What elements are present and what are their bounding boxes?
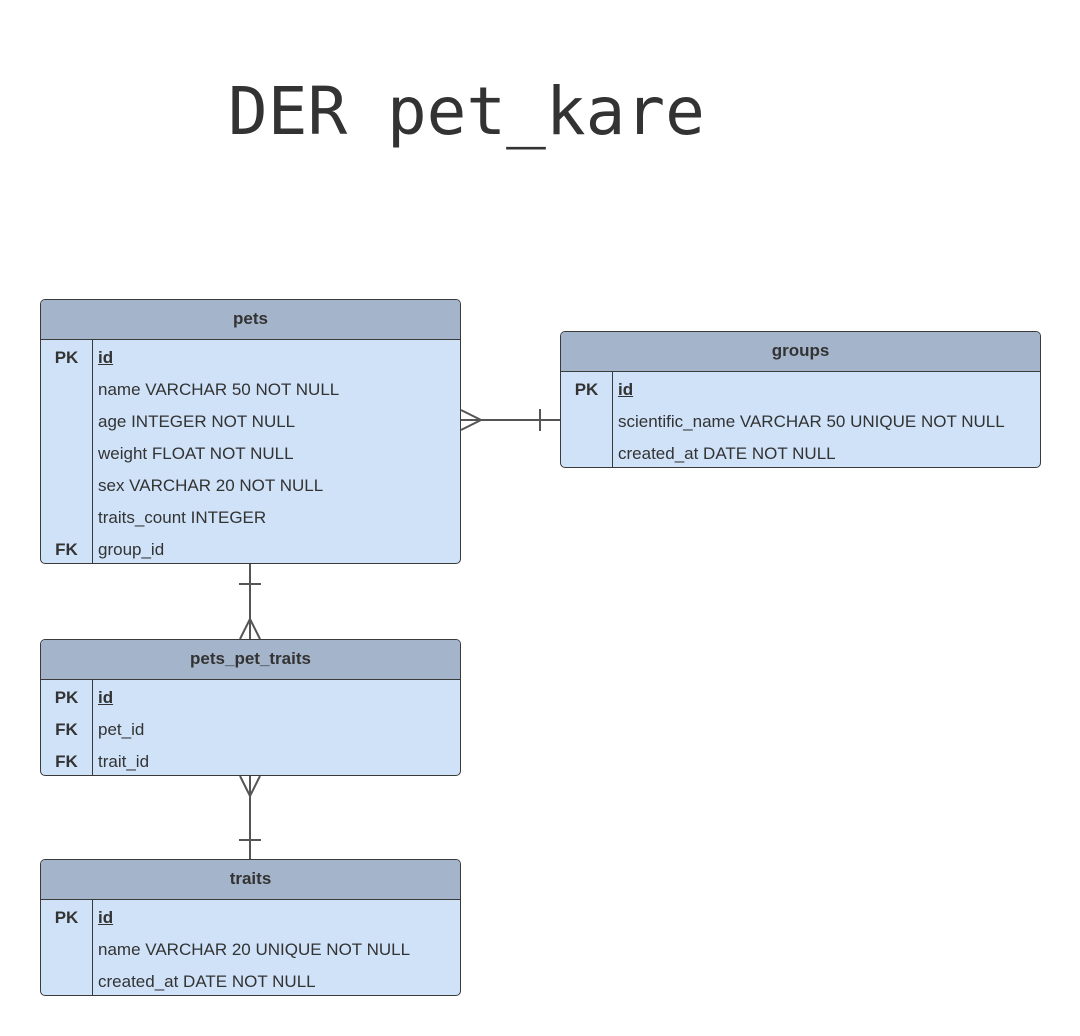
entity-row: PK id — [561, 374, 1040, 406]
field-label: name VARCHAR 50 NOT NULL — [98, 380, 340, 399]
key-column-divider — [92, 680, 93, 775]
entity-row: sex VARCHAR 20 NOT NULL — [41, 470, 460, 502]
field-label: name VARCHAR 20 UNIQUE NOT NULL — [98, 940, 411, 959]
key-label: FK — [55, 540, 78, 559]
field-label: created_at DATE NOT NULL — [618, 444, 836, 463]
entity-row: weight FLOAT NOT NULL — [41, 438, 460, 470]
entity-row: created_at DATE NOT NULL — [561, 438, 1040, 467]
entity-row: name VARCHAR 20 UNIQUE NOT NULL — [41, 934, 460, 966]
entity-row: PK id — [41, 902, 460, 934]
entity-row: created_at DATE NOT NULL — [41, 966, 460, 995]
field-label: id — [98, 688, 114, 707]
entity-pets-pet-traits[interactable]: pets_pet_traits PK id FK pet_id FK trait… — [40, 639, 461, 776]
field-label: trait_id — [98, 752, 150, 771]
entity-body: PK id scientific_name VARCHAR 50 UNIQUE … — [561, 372, 1040, 467]
key-label: FK — [55, 752, 78, 771]
key-label: PK — [574, 380, 599, 399]
crow-foot-many-icon — [460, 409, 484, 431]
field-label: scientific_name VARCHAR 50 UNIQUE NOT NU… — [618, 412, 1005, 431]
key-label: PK — [54, 348, 79, 367]
entity-row: name VARCHAR 50 NOT NULL — [41, 374, 460, 406]
field-label: weight FLOAT NOT NULL — [98, 444, 294, 463]
entity-pets[interactable]: pets PK id name VARCHAR 50 NOT NULL age … — [40, 299, 461, 564]
key-column-divider — [612, 372, 613, 467]
entity-row: PK id — [41, 342, 460, 374]
field-label: traits_count INTEGER — [98, 508, 267, 527]
entity-body: PK id FK pet_id FK trait_id — [41, 680, 460, 775]
entity-row: age INTEGER NOT NULL — [41, 406, 460, 438]
entity-body: PK id name VARCHAR 50 NOT NULL age INTEG… — [41, 340, 460, 563]
field-label: id — [618, 380, 634, 399]
entity-row: FK trait_id — [41, 746, 460, 775]
entity-traits[interactable]: traits PK id name VARCHAR 20 UNIQUE NOT … — [40, 859, 461, 996]
entity-header: pets_pet_traits — [41, 640, 460, 680]
field-label: created_at DATE NOT NULL — [98, 972, 316, 991]
relationship-pets-pets-pet-traits[interactable] — [239, 564, 261, 640]
entity-row: FK group_id — [41, 534, 460, 563]
field-label: group_id — [98, 540, 165, 559]
crow-foot-many-icon — [239, 616, 261, 640]
relationship-pets-pet-traits-traits[interactable] — [239, 775, 261, 859]
entity-header: groups — [561, 332, 1040, 372]
entity-header: traits — [41, 860, 460, 900]
key-column-divider — [92, 900, 93, 995]
entity-body: PK id name VARCHAR 20 UNIQUE NOT NULL cr… — [41, 900, 460, 995]
relationship-pets-groups[interactable] — [460, 409, 560, 431]
entity-groups[interactable]: groups PK id scientific_name VARCHAR 50 … — [560, 331, 1041, 468]
entity-row: scientific_name VARCHAR 50 UNIQUE NOT NU… — [561, 406, 1040, 438]
diagram-title: DER pet_kare — [228, 73, 705, 150]
crow-foot-many-icon — [239, 775, 261, 799]
key-label: PK — [54, 908, 79, 927]
field-label: id — [98, 908, 114, 927]
key-label: FK — [55, 720, 78, 739]
entity-row: FK pet_id — [41, 714, 460, 746]
key-label: PK — [54, 688, 79, 707]
field-label: pet_id — [98, 720, 145, 739]
field-label: age INTEGER NOT NULL — [98, 412, 296, 431]
field-label: sex VARCHAR 20 NOT NULL — [98, 476, 324, 495]
entity-row: PK id — [41, 682, 460, 714]
entity-header: pets — [41, 300, 460, 340]
key-column-divider — [92, 340, 93, 563]
field-label: id — [98, 348, 114, 367]
entity-row: traits_count INTEGER — [41, 502, 460, 534]
